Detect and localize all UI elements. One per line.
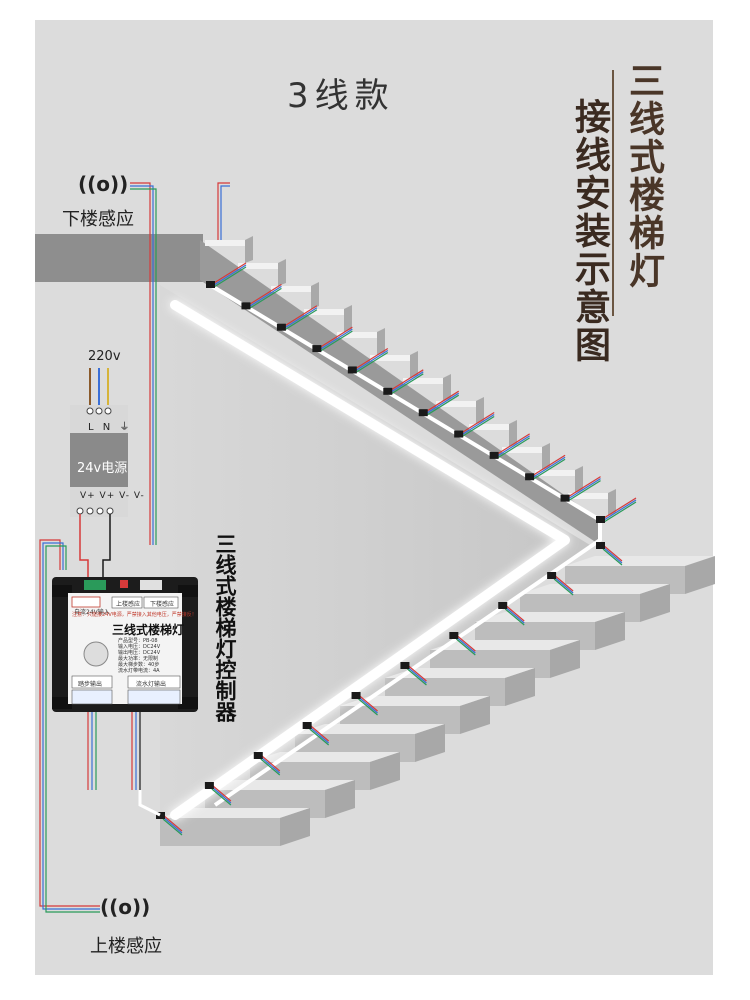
controller-spec-line: 输入电压：DC24V [118,644,161,650]
upper-step-nosing [337,332,377,338]
controller-output-wires [87,712,141,790]
wall-triangle [160,285,590,840]
led-bus-strip [208,283,602,807]
controller-output-right-label: 流水灯输出 [136,681,167,688]
upper-step-riser [344,305,352,332]
lower-connector [449,632,476,656]
lower-connector [351,692,378,716]
lower-step-side [505,668,535,706]
led-lower-start [138,790,161,817]
lower-connector [253,752,281,776]
controller-spec-line: 流水灯带电流：4A [118,668,160,674]
lower-step-tread [160,808,310,818]
lower-step-tread [430,640,580,650]
upper-step-nosing [238,263,278,269]
down-sensor-wires [130,182,230,545]
upper-connector [312,326,353,353]
lower-step-side [595,612,625,650]
lower-step-side [460,696,490,734]
down-sensor-icon: ((o)) [78,172,129,196]
up-sensor-icon: ((o)) [100,895,151,919]
upper-step-nosing [403,378,443,384]
upper-step-riser [608,489,616,516]
upper-connector [525,454,566,481]
controller-warning: 注意：只能接24V电源，严禁接入其他电压，严禁接反！ [72,612,197,618]
upper-step-riser [575,466,583,493]
lower-connector [156,812,183,836]
controller-title: 三线式楼梯灯 [112,623,185,637]
diagram-title-line2: 接线安装示意图 [569,98,611,364]
psu-input-terminals: L N ⏚ [88,422,133,433]
lower-step-tread [385,668,535,678]
lower-step-side [325,780,355,818]
upper-step-riser [311,282,319,309]
controller-output-left-label: 踏步输出 [78,681,103,688]
controller-side-label: 三线式楼梯灯控制器 [213,533,237,722]
upper-step-riser [245,236,253,263]
upper-connector [206,262,247,288]
upper-connector [560,476,601,502]
upper-connector [489,433,530,459]
lower-step-side [370,752,400,790]
lower-step-riser [160,818,280,846]
controller-spec-line: 最大功率：无限制 [118,656,159,662]
title-divider [612,70,614,316]
psu-name: 24v电源 [77,461,128,476]
lower-step-tread [340,696,490,706]
psu-output-wires [79,514,111,580]
upper-connector [418,390,460,417]
upper-step-riser [476,397,484,424]
lower-connector [498,602,525,626]
up-sensor-wires [39,539,100,913]
controller-power-input-label: 自流24V输入 [74,609,110,616]
controller-spec-line: 输出电压：DC24V [118,650,161,656]
lower-connector [596,542,623,566]
down-sensor-label: 下楼感应 [62,209,134,230]
upper-step-riser [278,259,286,286]
psu-input-wires [89,368,109,408]
lower-step-side [280,808,310,846]
upper-connector [241,283,282,310]
upper-connector [347,347,389,374]
up-sensor-label: 上楼感应 [90,936,162,957]
psu-input-label: 220v [88,349,121,364]
controller-up-sensor-label: 上楼感应 [116,601,141,608]
upper-step-riser [509,420,517,447]
lower-step-tread [565,556,715,566]
lower-step-tread [520,584,670,594]
upper-connector [596,497,637,523]
diagram-title-line1: 三线式楼梯灯 [623,62,665,290]
lower-connector [204,782,232,806]
psu-output-terminals: V+ V+ V- V- [80,491,145,501]
upper-connector [276,305,318,331]
upper-connector [383,369,424,395]
model-title: 3线款 [287,76,395,116]
lower-connector [400,662,427,686]
upper-step-riser [377,328,385,355]
controller-down-sensor-label: 下楼感应 [150,601,175,608]
upper-step-nosing [304,309,344,315]
controller-spec-line: 最大梯步数：40步 [118,662,160,668]
lower-step-side [415,724,445,762]
lower-connector [302,722,330,746]
upper-flight-steps [205,236,616,516]
upper-landing-slab [35,234,203,282]
upper-connector [454,412,495,438]
upper-step-riser [542,443,550,470]
qr-code-icon [83,641,109,667]
lower-flight-steps [160,556,715,846]
upper-step-riser [443,374,451,401]
lower-connector [547,572,574,596]
upper-step-riser [410,351,418,378]
upper-step-nosing [370,355,410,361]
step-connectors [156,262,637,836]
upper-step-nosing [271,286,311,292]
lower-step-side [640,584,670,622]
upper-step-nosing [205,240,245,246]
controller-spec-line: 产品型号：PB-08 [118,638,158,644]
lower-step-side [550,640,580,678]
lower-step-side [685,556,715,594]
